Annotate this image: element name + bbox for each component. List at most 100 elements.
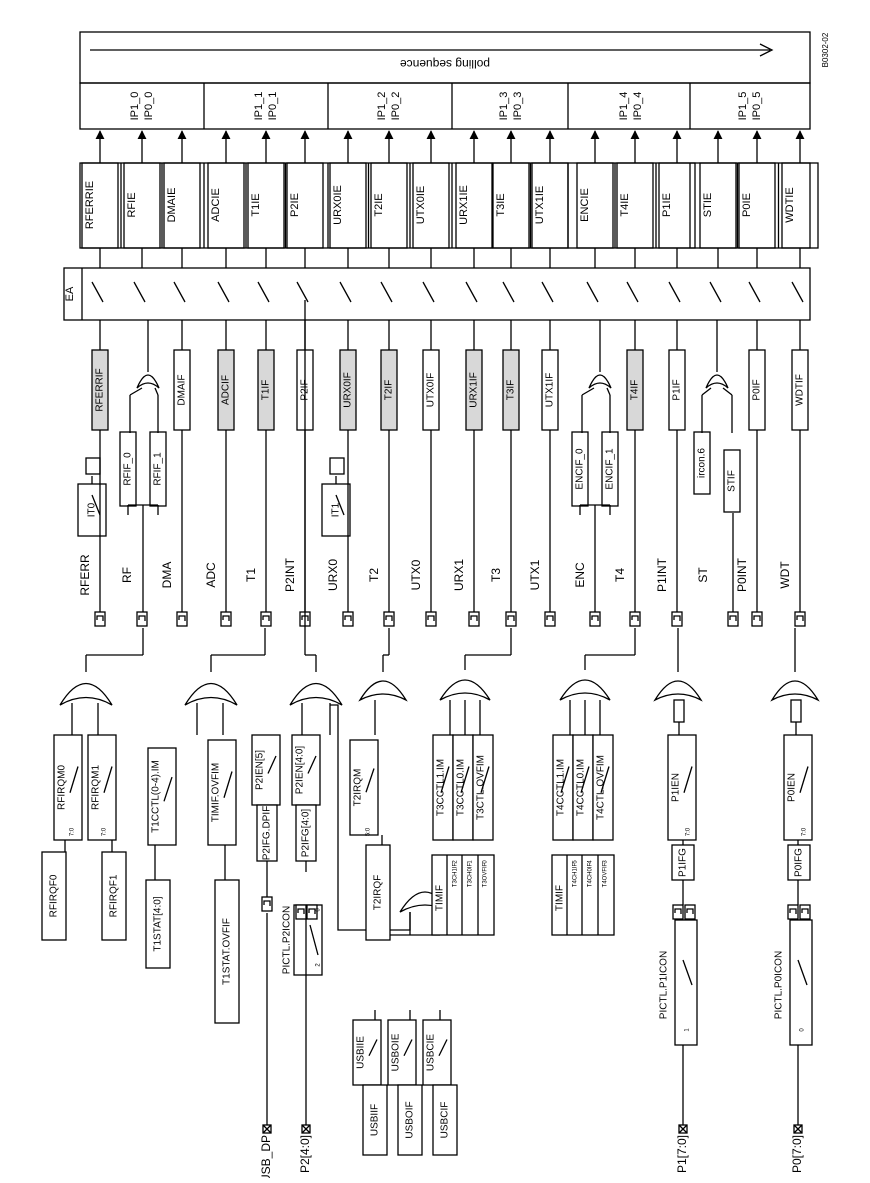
pin-enc [589,611,601,627]
source-adc: ADC [204,562,218,588]
mask-t4ctl-ovfim-label: T4CTL.OVFIM [596,755,607,820]
enable-t4ie: T4IE [619,193,631,216]
timif-t3-bit-1: T3CH0IF [468,863,474,888]
timif-t3-label: TIMIF [435,885,446,911]
or-gate-enc [588,374,612,389]
or-gate-st [705,374,729,389]
timif-t4-bit-1: T4CH0IF [588,863,594,888]
or-gate-t1 [184,682,238,706]
source-p1int: P1INT [655,557,669,592]
ea-switch [173,281,186,303]
or-gate-rf [136,374,160,389]
subflag-encif-0: ENCIF_0 [575,448,586,490]
ctrl-pictl-p1icon [674,919,698,1046]
p1-ctrl-bit: 1 [685,1028,691,1032]
pin-dma [176,611,188,627]
source-p2int: P2INT [283,557,297,592]
it1-label: IT1 [331,502,342,517]
mask-timif-ovfim-label: TIMIF.OVFIM [211,763,222,822]
enable-rferrie: RFERRIE [84,181,96,229]
it0-label: IT0 [87,502,98,517]
priority-ip0-2: IP0_2 [390,92,402,121]
or-gate-t3 [439,679,491,701]
source-enc: ENC [573,562,587,588]
ea-switch [380,281,393,303]
flag-t2irqf [365,844,391,941]
mask-t3ctl-ovfim-label: T3CTL.OVFIM [476,755,487,820]
rf-bit-t2: 5:0 [366,827,372,836]
or-gate-p1 [653,680,703,702]
source-utx1: UTX1 [528,559,542,590]
reg-timif-t4 [551,854,615,936]
source-dma: DMA [160,562,174,589]
mask-p1ien [667,734,697,841]
timif-t3-bit-0: T3CH1IF [453,863,459,888]
pin-label-p0-7-0: P0[7:0] [790,1135,804,1173]
it0-edge-icon [85,457,101,475]
mask-rfirqm1-label: RFIRQM1 [91,765,102,810]
pin-t4 [629,611,641,627]
flag-p2ifg-dpif-label: P2IFG.DPIF [262,806,273,860]
subflag-stif: STIF [727,470,738,492]
priority-ip1-0: IP1_0 [129,92,141,121]
ctrl-pictl-p0icon-label: PICTL.P0ICON [774,951,785,1019]
timif-t3-bit-2: T3OVFIF [483,862,489,887]
pin-label-usb-dp: USB_DP [259,1135,273,1178]
mask-t2irqm-label: T2IRQM [353,769,364,807]
edge-icon-usb-dp [261,896,273,912]
source-t2: T2 [367,568,381,582]
flag-t4if: T4IF [630,380,641,401]
enable-wdtie: WDTIE [784,187,796,222]
enable-rfie: RFIE [126,192,138,217]
enable-urx0ie: URX0IE [332,185,344,225]
timif-t4-bitno-0: 5 [573,860,579,864]
flag-rfirqf0-label: RFIRQF0 [49,874,60,917]
flag-t2irqf-label: T2IRQF [373,875,384,911]
flag-wdtif: WDTIF [795,374,806,406]
mask-timif-ovfim [207,739,237,846]
ea-switch [668,281,681,303]
enable-utx1ie: UTX1IE [534,186,546,225]
priority-ip0-4: IP0_4 [632,92,644,121]
edge-icon-p1-a [672,904,684,920]
pin-utx1 [544,611,556,627]
pin-wdt [794,611,806,627]
rf-bit-label-0: 7:0 [70,827,76,836]
edge-icon-p2-b [306,904,318,920]
mask-usboie-label: USBOIE [391,1033,402,1071]
or-gate-t4 [559,679,611,701]
priority-ip0-0: IP0_0 [143,92,155,121]
flag-p2ifg-dpif [256,804,278,862]
flag-p2if: P2IF [300,379,311,400]
enable-p0ie: P0IE [741,193,753,217]
enable-t3ie: T3IE [495,193,507,216]
mask-p0ien-label: P0IEN [787,773,798,802]
pin-urx0 [342,611,354,627]
pin-urx1 [468,611,480,627]
mask-p2ien5-label: P2IEN[5] [255,750,266,790]
source-p0int: P0INT [735,557,749,592]
flag-usboif-label: USBOIF [405,1101,416,1138]
priority-ip1-1: IP1_1 [253,92,265,121]
pin-utx0 [425,611,437,627]
source-t1: T1 [244,568,258,582]
ea-switch [502,281,515,303]
pin-t1 [260,611,272,627]
source-t4: T4 [613,568,627,582]
it1-edge-icon [329,457,345,475]
flag-p0if: P0IF [752,379,763,400]
timif-t4-label: TIMIF [555,885,566,911]
p0-ctrl-bit: 0 [800,1028,806,1032]
edge-icon-p1-b [684,904,696,920]
priority-ip1-4: IP1_4 [618,92,630,121]
timif-t4-bitno-1: 4 [588,860,594,864]
edge-icon-p0-b [799,904,811,920]
flag-p2ifg40-label: P2IFG[4:0] [301,809,312,858]
flag-urx1if: URX1IF [469,372,480,408]
flag-t1if: T1IF [261,380,272,401]
pin-t3 [505,611,517,627]
priority-ip0-1: IP0_1 [267,92,279,121]
priority-ip1-2: IP1_2 [376,92,388,121]
pin-label-p1-7-0: P1[7:0] [675,1135,689,1173]
timif-t3-bitno-0: 2 [453,860,459,864]
